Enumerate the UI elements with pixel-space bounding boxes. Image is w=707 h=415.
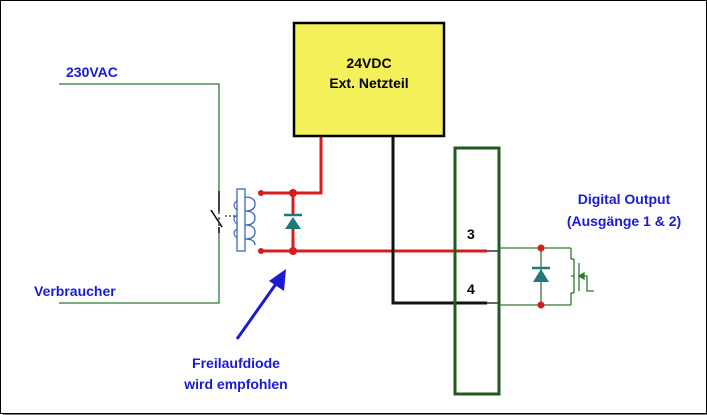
ac-wiring bbox=[59, 83, 220, 304]
diode-note-line2: wird empfohlen bbox=[184, 376, 288, 392]
digital-output-title: Digital Output bbox=[577, 191, 671, 207]
digital-output-label: Digital Output (Ausgänge 1 & 2) bbox=[549, 188, 699, 232]
terminal-4-label: 4 bbox=[467, 281, 475, 297]
diode-note: Freilaufdiode wird empfohlen bbox=[161, 353, 311, 395]
junction-dots bbox=[258, 189, 297, 255]
psu-name: Ext. Netzteil bbox=[329, 75, 409, 91]
psu-box bbox=[292, 21, 446, 138]
digital-output-wiring bbox=[499, 247, 572, 306]
psu-label: 24VDC Ext. Netzteil bbox=[294, 53, 444, 93]
ac-label: 230VAC bbox=[66, 64, 118, 80]
terminal-block bbox=[453, 146, 501, 396]
terminal-3-label: 3 bbox=[467, 226, 475, 242]
output-dots bbox=[537, 244, 545, 309]
diode-callout-arrow bbox=[235, 269, 286, 340]
diode-note-line1: Freilaufdiode bbox=[192, 355, 280, 371]
digital-output-subtitle: (Ausgänge 1 & 2) bbox=[566, 213, 682, 229]
output-diode-icon bbox=[532, 266, 550, 282]
mosfet-icon bbox=[571, 258, 594, 294]
relay-coil-icon bbox=[225, 188, 256, 252]
load-label: Verbraucher bbox=[34, 283, 116, 299]
relay-contact-icon bbox=[210, 191, 223, 233]
psu-voltage: 24VDC bbox=[346, 55, 392, 71]
psu-negative-wire bbox=[391, 136, 487, 305]
freewheel-diode-icon bbox=[284, 213, 302, 229]
